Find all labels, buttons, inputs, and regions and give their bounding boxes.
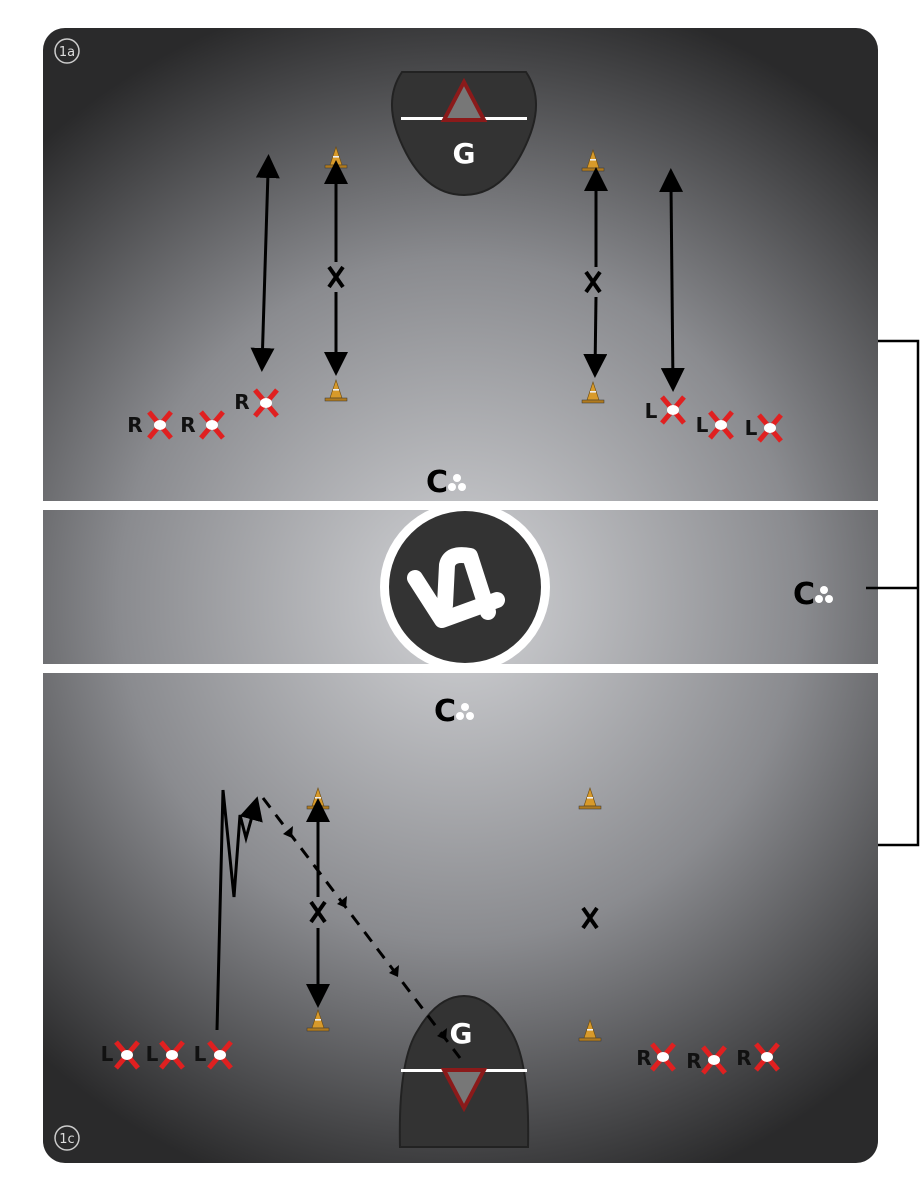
goal-crease-top: G <box>391 71 537 197</box>
coach-icon: C <box>434 694 474 729</box>
coach-icon: C <box>793 577 833 612</box>
player-side-label: L <box>745 416 758 440</box>
player-side-label: L <box>696 413 709 437</box>
goal-icon <box>440 1068 488 1113</box>
player-side-label: 1c <box>59 1132 74 1147</box>
player-side-label: C <box>793 577 815 612</box>
player-side-label: R <box>636 1046 651 1070</box>
player-group-top-right: L L L <box>645 397 781 441</box>
player-group-top-left: R R R <box>127 390 277 438</box>
group-bracket <box>866 339 920 847</box>
player-side-label: 1a <box>59 45 75 60</box>
section-label-bottom: 1c <box>54 1125 80 1151</box>
player-side-label: R <box>234 390 249 414</box>
player-group-bottom-right: R R R <box>636 1044 778 1073</box>
goalie-label: G <box>453 137 476 170</box>
player-group-bottom-left: L L L <box>101 1042 231 1068</box>
section-label-top: 1a <box>54 38 80 64</box>
goal-crease-bottom: G <box>398 994 530 1148</box>
pass-arrowheads <box>283 826 447 1040</box>
player-side-label: L <box>194 1042 207 1066</box>
player-side-label: R <box>686 1049 701 1073</box>
player-side-label: R <box>736 1046 751 1070</box>
player-side-label: C <box>426 465 448 500</box>
player-side-label: C <box>434 694 456 729</box>
logo <box>380 502 550 672</box>
player-side-label: R <box>180 413 195 437</box>
player-side-label: L <box>645 399 658 423</box>
player-side-label: L <box>101 1042 114 1066</box>
goal-icon <box>440 77 488 122</box>
player-side-label: R <box>127 413 142 437</box>
player-side-label: L <box>146 1042 159 1066</box>
movement-arrows <box>215 154 685 1059</box>
coach-icon: C <box>426 465 466 500</box>
goalie-label: G <box>450 1017 473 1050</box>
